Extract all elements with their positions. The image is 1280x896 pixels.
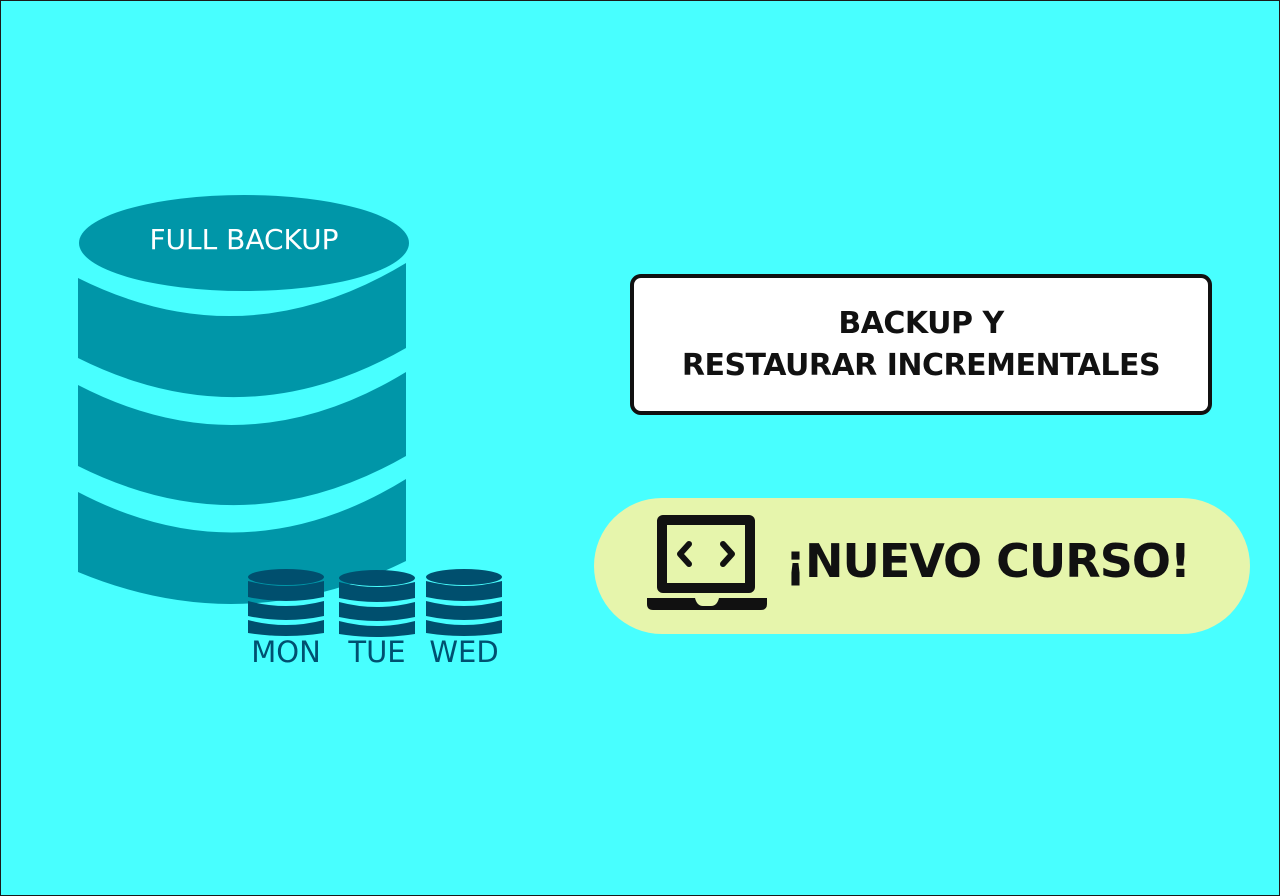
new-course-text: ¡NUEVO CURSO! [785,534,1191,588]
laptop-code-icon [647,515,767,610]
day-label-mon: MON [251,635,321,669]
database-small-icon-tue [339,570,415,637]
title-line-1: BACKUP Y [838,305,1004,341]
database-cylinder-icon [78,195,409,604]
database-small-icon-wed [426,569,502,636]
title-line-2: RESTAURAR INCREMENTALES [681,347,1161,383]
title-box: BACKUP Y RESTAURAR INCREMENTALES [630,274,1212,415]
full-backup-label: FULL BACKUP [149,223,339,256]
day-label-tue: TUE [348,635,406,669]
day-label-wed: WED [429,635,499,669]
new-course-badge[interactable]: ¡NUEVO CURSO! [594,498,1250,634]
database-small-icon-mon [248,569,324,636]
